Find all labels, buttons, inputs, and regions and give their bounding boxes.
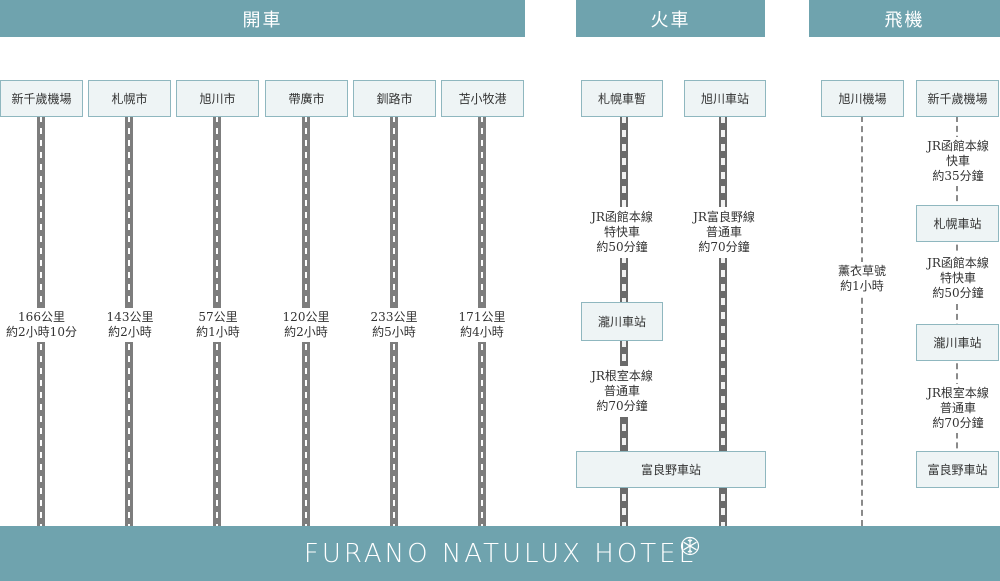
plane-origin-asahikawa-airport: 旭川機場 bbox=[821, 80, 904, 117]
car-route-info: 166公里 約2小時10分 bbox=[0, 308, 83, 342]
car-route-info: 120公里 約2小時 bbox=[270, 308, 342, 342]
train-station-takikawa: 瀧川車站 bbox=[581, 302, 663, 341]
car-origin-asahikawa: 旭川市 bbox=[176, 80, 259, 117]
snowflake-icon bbox=[680, 536, 700, 556]
section-header-car: 開車 bbox=[0, 0, 525, 37]
train-leg-info: JR富良野線 普通車 約70分鐘 bbox=[686, 207, 762, 258]
car-origin-obihiro: 帶廣市 bbox=[265, 80, 348, 117]
plane-leg-info: JR函館本線 特快車 約50分鐘 bbox=[919, 254, 997, 303]
section-header-plane: 飛機 bbox=[809, 0, 1000, 37]
car-origin-sapporo: 札幌市 bbox=[88, 80, 171, 117]
car-origin-kushiro: 釧路市 bbox=[353, 80, 436, 117]
rail-line bbox=[719, 116, 727, 526]
train-leg-info: JR函館本線 特快車 約50分鐘 bbox=[584, 207, 660, 258]
bus-dashed-line bbox=[861, 116, 863, 526]
section-header-train: 火車 bbox=[576, 0, 765, 37]
car-route-info: 171公里 約4小時 bbox=[446, 308, 518, 342]
plane-leg-info: JR根室本線 普通車 約70分鐘 bbox=[919, 384, 997, 433]
plane-bus-info: 薰衣草號 約1小時 bbox=[826, 262, 898, 296]
plane-leg-info: JR函館本線 快車 約35分鐘 bbox=[919, 137, 997, 186]
train-leg-info: JR根室本線 普通車 約70分鐘 bbox=[584, 366, 660, 417]
train-station-sapporo: 札幌車暫 bbox=[581, 80, 663, 117]
car-origin-tomakomai: 苫小牧港 bbox=[441, 80, 524, 117]
train-station-furano: 富良野車站 bbox=[576, 451, 766, 488]
train-station-asahikawa: 旭川車站 bbox=[684, 80, 766, 117]
plane-station-furano: 富良野車站 bbox=[916, 451, 999, 488]
car-origin-new-chitose: 新千歲機場 bbox=[0, 80, 83, 117]
footer-bar: FURANO NATULUX HOTEL bbox=[0, 526, 1000, 581]
car-route-info: 57公里 約1小時 bbox=[182, 308, 254, 342]
plane-origin-new-chitose: 新千歲機場 bbox=[916, 80, 999, 117]
car-route-info: 233公里 約5小時 bbox=[358, 308, 430, 342]
plane-station-sapporo: 札幌車站 bbox=[916, 205, 999, 242]
plane-station-takikawa: 瀧川車站 bbox=[916, 324, 999, 361]
car-route-info: 143公里 約2小時 bbox=[94, 308, 166, 342]
hotel-brand-name: FURANO NATULUX HOTEL bbox=[303, 538, 697, 569]
